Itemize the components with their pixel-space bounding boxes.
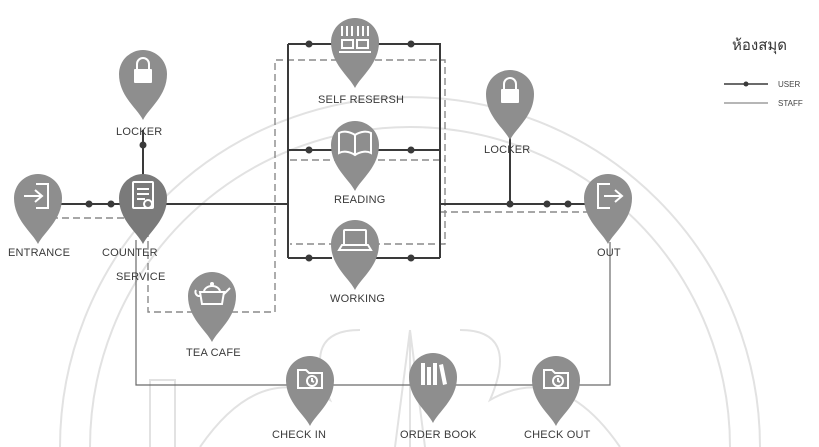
out-node[interactable] bbox=[584, 174, 632, 244]
locker-left-label: LOCKER bbox=[116, 126, 162, 138]
lock-icon bbox=[501, 77, 519, 103]
tea-cafe-node[interactable] bbox=[188, 272, 236, 342]
counter-service-node[interactable] bbox=[119, 174, 167, 244]
document-icon bbox=[132, 181, 154, 209]
reading-label: READING bbox=[334, 194, 386, 206]
books-icon bbox=[421, 363, 447, 385]
book-icon bbox=[338, 130, 372, 157]
working-label: WORKING bbox=[330, 293, 385, 305]
junction-dots bbox=[85, 40, 572, 262]
teapot-icon bbox=[194, 282, 231, 305]
legend-user-label: USER bbox=[778, 80, 800, 89]
service-loop bbox=[135, 240, 611, 386]
laptop-icon bbox=[337, 229, 373, 251]
out-label: OUT bbox=[597, 247, 621, 259]
counter-label-line1: COUNTER bbox=[102, 247, 158, 259]
working-node[interactable] bbox=[331, 220, 379, 290]
computer-desk-icon bbox=[339, 26, 371, 53]
entrance-label: ENTRANCE bbox=[8, 247, 70, 259]
locker-left-node[interactable] bbox=[119, 50, 167, 120]
locker-right-node[interactable] bbox=[486, 70, 534, 140]
legend: ห้องสมุด USER STAFF bbox=[724, 36, 803, 108]
legend-title: ห้องสมุด bbox=[732, 36, 787, 55]
exit-icon bbox=[597, 183, 624, 209]
enter-icon bbox=[24, 183, 49, 209]
check-out-node[interactable] bbox=[532, 356, 580, 426]
watermark-seal bbox=[59, 96, 761, 447]
lock-icon bbox=[134, 57, 152, 83]
self-research-label: SELF RESERSH bbox=[318, 94, 404, 106]
tea-cafe-label: TEA CAFE bbox=[186, 347, 241, 359]
check-out-label: CHECK OUT bbox=[524, 429, 591, 441]
folder-clock-icon bbox=[297, 369, 323, 389]
folder-clock-icon bbox=[543, 369, 569, 389]
locker-right-label: LOCKER bbox=[484, 144, 530, 156]
reading-node[interactable] bbox=[331, 121, 379, 191]
legend-staff-label: STAFF bbox=[778, 99, 803, 108]
order-book-label: ORDER BOOK bbox=[400, 429, 477, 441]
counter-label-line2: SERVICE bbox=[116, 271, 166, 283]
order-book-node[interactable] bbox=[409, 353, 457, 423]
entrance-node[interactable] bbox=[14, 174, 62, 244]
self-research-node[interactable] bbox=[331, 18, 379, 88]
check-in-label: CHECK IN bbox=[272, 429, 326, 441]
legend-user-swatch bbox=[724, 81, 768, 87]
check-in-node[interactable] bbox=[286, 356, 334, 426]
